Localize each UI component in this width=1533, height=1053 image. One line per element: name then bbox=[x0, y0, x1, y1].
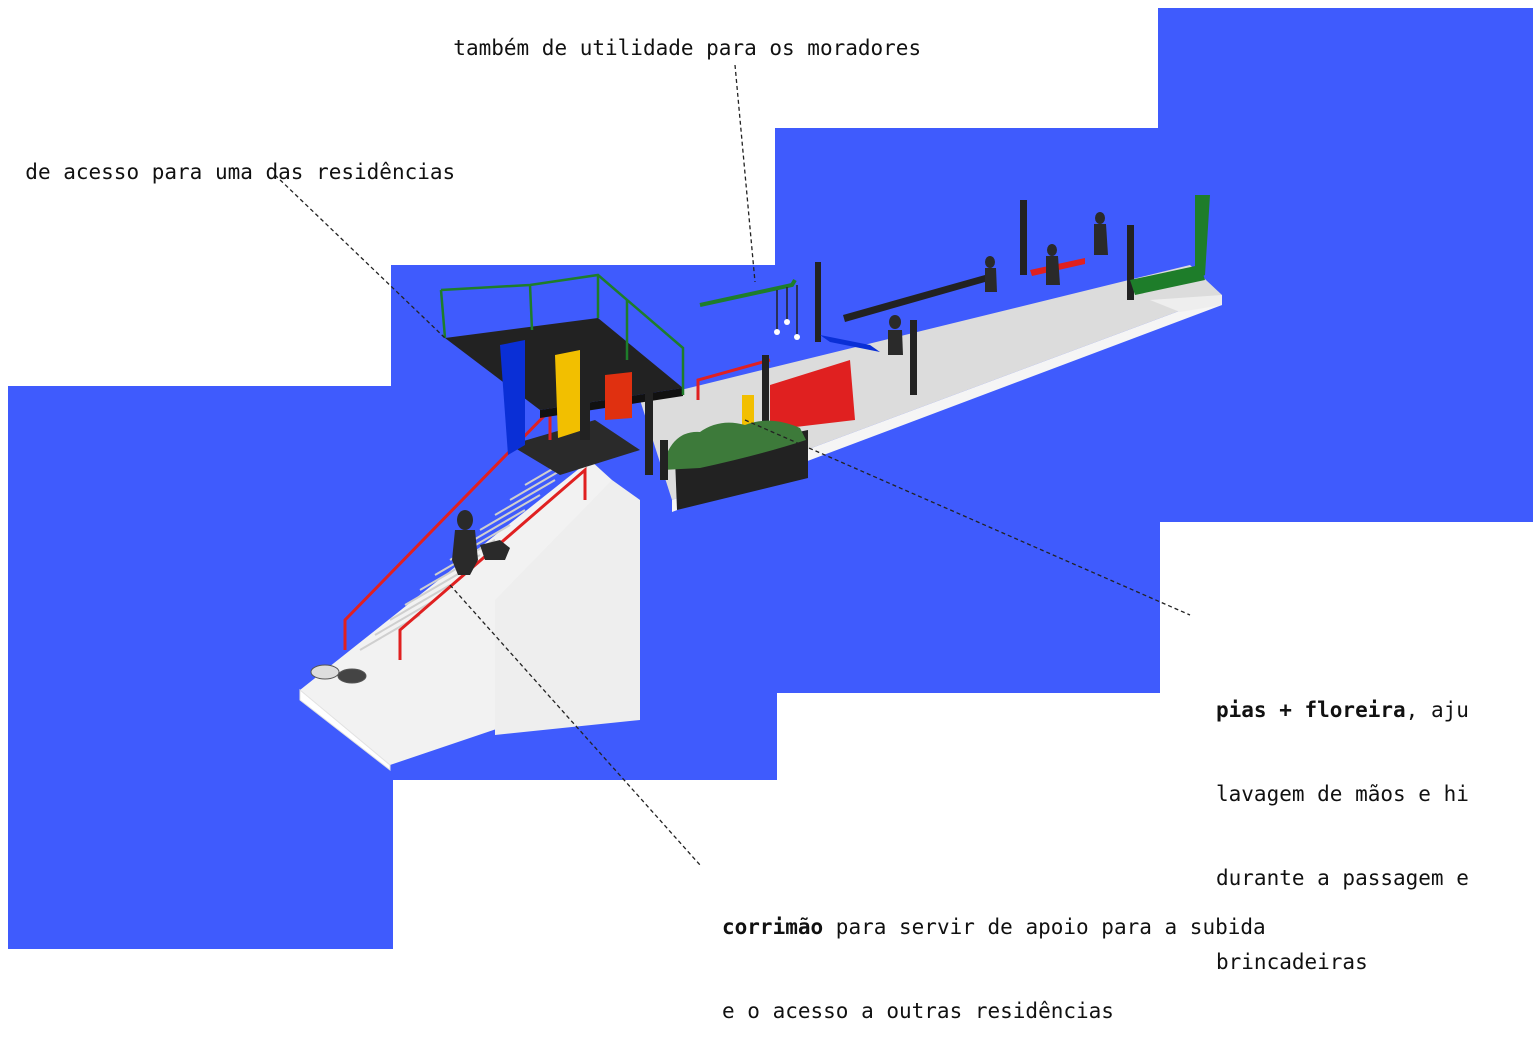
panel-yellow bbox=[555, 350, 583, 438]
green-sign bbox=[699, 278, 797, 307]
annotation-handrail-line2: e o acesso a outras residências bbox=[722, 999, 1114, 1023]
annotation-sinks-line1: pias + floreira, aju bbox=[1216, 696, 1469, 724]
stair-wall bbox=[495, 480, 640, 735]
people-figures bbox=[452, 212, 1108, 575]
post bbox=[1020, 200, 1027, 275]
annotation-sinks-rest: , aju bbox=[1405, 698, 1469, 722]
annotation-handrail: corrimão para servir de apoio para a sub… bbox=[722, 857, 1266, 1053]
planter-box bbox=[675, 430, 808, 510]
post bbox=[815, 262, 821, 342]
bench-blue bbox=[820, 335, 880, 352]
panel-blue bbox=[500, 340, 525, 455]
panel-red bbox=[605, 372, 632, 420]
annotation-sinks-line2: lavagem de mãos e hi bbox=[1216, 782, 1469, 806]
handrail-upper bbox=[696, 358, 771, 400]
bench-black bbox=[843, 275, 985, 322]
annotation-left-text: de acesso para uma das residências bbox=[25, 160, 456, 184]
scene-illustration bbox=[274, 64, 1222, 866]
stair-landing bbox=[510, 420, 640, 475]
handrail-left bbox=[343, 406, 552, 650]
annotation-handrail-rest: para servir de apoio para a subida bbox=[823, 915, 1266, 939]
planter-plants bbox=[662, 420, 806, 470]
post bbox=[910, 320, 917, 395]
annotation-top-text: também de utilidade para os moradores bbox=[453, 36, 922, 60]
annotation-left: de acesso para uma das residências bbox=[0, 130, 455, 186]
walkway-edge bbox=[672, 295, 1222, 512]
pendant-lights bbox=[776, 285, 798, 335]
annotation-sinks-bold: pias + floreira bbox=[1216, 698, 1406, 722]
stair-block-front bbox=[299, 688, 391, 772]
red-wall bbox=[770, 360, 855, 430]
annotation-handrail-bold: corrimão bbox=[722, 915, 824, 939]
annotation-sinks-line3: durante a passagem e bbox=[1216, 866, 1469, 890]
green-wall bbox=[1195, 195, 1210, 280]
annotation-top: também de utilidade para os moradores bbox=[428, 6, 921, 62]
leader-lines bbox=[274, 64, 1191, 866]
post bbox=[1127, 225, 1134, 300]
dogs bbox=[310, 664, 367, 684]
background-block-right bbox=[1158, 8, 1533, 522]
walkway-end-step bbox=[1150, 295, 1222, 312]
green-bench bbox=[1130, 265, 1205, 295]
annotation-handrail-line1: corrimão para servir de apoio para a sub… bbox=[722, 913, 1266, 941]
